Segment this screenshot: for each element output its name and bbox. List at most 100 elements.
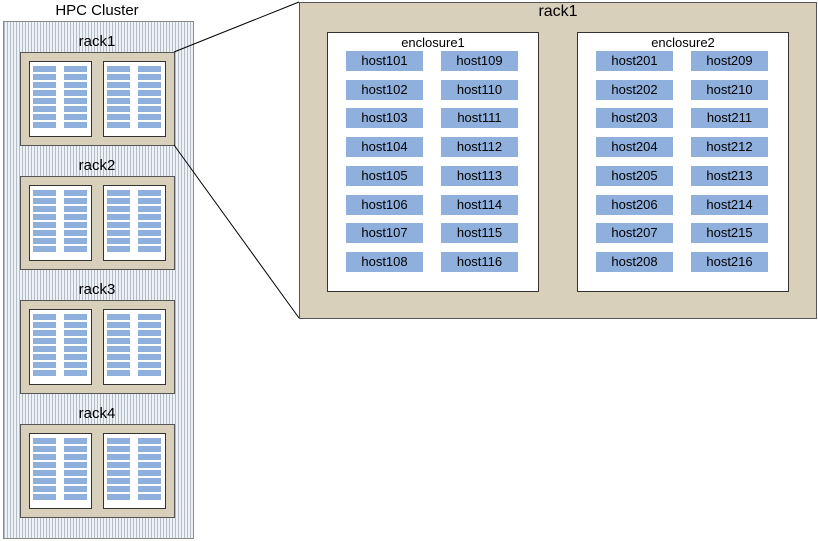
host-slot-icon [64,74,87,80]
host-slot-icon [33,330,56,336]
host-slot-icon [64,122,87,128]
host-slot-icon [107,122,130,128]
host-slot-icon [107,478,130,484]
host-cell[interactable]: host205 [596,165,673,186]
host-slot-icon [64,438,87,444]
rack-3[interactable] [20,300,175,394]
host-slot-icon [107,494,130,500]
host-cell[interactable]: host114 [441,194,518,215]
host-cell[interactable]: host210 [691,79,768,100]
host-cell[interactable]: host214 [691,194,768,215]
host-cell[interactable]: host201 [596,51,673,71]
host-cell[interactable]: host103 [346,108,423,129]
host-cell[interactable]: host111 [441,108,518,129]
host-slot-icon [64,470,87,476]
host-slot-icon [64,322,87,328]
host-slot-icon [107,462,130,468]
host-slot-icon [64,454,87,460]
host-cell[interactable]: host115 [441,223,518,244]
host-cell[interactable]: host113 [441,165,518,186]
host-slot-icon [33,98,56,104]
host-slot-icon [107,190,130,196]
host-slot-icon [138,494,161,500]
host-slot-icon [33,322,56,328]
host-cell[interactable]: host109 [441,51,518,71]
host-cell[interactable]: host202 [596,79,673,100]
host-slot-icon [33,246,56,252]
host-slot-icon [138,190,161,196]
host-slot-icon [107,454,130,460]
host-slot-icon [64,478,87,484]
host-cell[interactable]: host104 [346,137,423,158]
host-slot-icon [138,370,161,376]
host-slot-icon [107,206,130,212]
host-cell[interactable]: host102 [346,79,423,100]
host-slot-icon [107,346,130,352]
host-cell[interactable]: host206 [596,194,673,215]
host-cell[interactable]: host106 [346,194,423,215]
host-slot-icon [138,198,161,204]
host-slot-icon [138,66,161,72]
host-slot-icon [107,314,130,320]
host-cell[interactable]: host208 [596,251,673,272]
host-slot-icon [64,346,87,352]
host-slot-icon [107,486,130,492]
host-cell[interactable]: host204 [596,137,673,158]
host-cell[interactable]: host215 [691,223,768,244]
host-slot-icon [64,238,87,244]
host-slot-icon [107,330,130,336]
host-slot-icon [33,438,56,444]
rack-label-4: rack4 [78,405,116,422]
host-slot-icon [33,470,56,476]
host-cell[interactable]: host212 [691,137,768,158]
host-slot-icon [64,230,87,236]
host-slot-icon [107,338,130,344]
host-slot-icon [64,66,87,72]
host-slot-icon [107,322,130,328]
host-slot-icon [107,354,130,360]
rack-4-enclosure-2 [103,433,166,509]
host-slot-icon [33,90,56,96]
host-slot-icon [107,98,130,104]
host-slot-icon [64,370,87,376]
rack-2[interactable] [20,176,175,270]
host-slot-icon [64,206,87,212]
host-cell[interactable]: host101 [346,51,423,71]
host-slot-icon [138,346,161,352]
host-slot-icon [107,446,130,452]
host-slot-icon [64,198,87,204]
host-cell[interactable]: host216 [691,251,768,272]
host-slot-icon [107,66,130,72]
rack-4[interactable] [20,424,175,518]
host-cell[interactable]: host108 [346,251,423,272]
host-slot-icon [107,74,130,80]
host-slot-icon [138,462,161,468]
host-cell[interactable]: host207 [596,223,673,244]
host-slot-icon [64,462,87,468]
host-slot-icon [64,354,87,360]
rack-1[interactable] [20,52,175,146]
host-cell[interactable]: host211 [691,108,768,129]
host-slot-icon [138,122,161,128]
host-cell[interactable]: host209 [691,51,768,71]
host-slot-icon [64,222,87,228]
host-slot-icon [138,106,161,112]
host-slot-icon [33,122,56,128]
cluster-title: HPC Cluster [55,2,139,19]
rack-1-enclosure-1 [29,61,92,137]
host-slot-icon [138,322,161,328]
host-slot-icon [138,362,161,368]
host-slot-icon [64,246,87,252]
host-slot-icon [33,190,56,196]
host-cell[interactable]: host213 [691,165,768,186]
host-cell[interactable]: host203 [596,108,673,129]
host-slot-icon [64,98,87,104]
host-cell[interactable]: host112 [441,137,518,158]
host-slot-icon [64,314,87,320]
host-cell[interactable]: host105 [346,165,423,186]
host-cell[interactable]: host107 [346,223,423,244]
host-cell[interactable]: host110 [441,79,518,100]
host-slot-icon [138,214,161,220]
host-cell[interactable]: host116 [441,251,518,272]
